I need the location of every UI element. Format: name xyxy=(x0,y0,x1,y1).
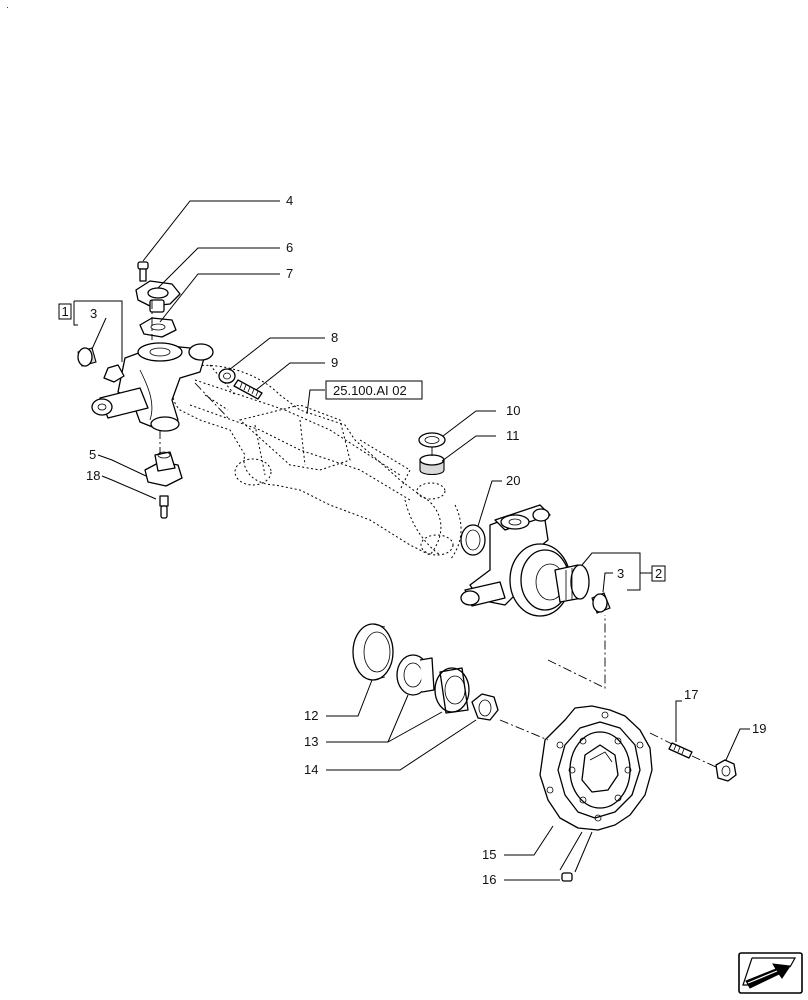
callout-20: 20 xyxy=(506,473,520,488)
seal-20 xyxy=(460,524,486,556)
ring-8 xyxy=(218,368,236,384)
callout-labels: 4 6 7 3 8 9 10 11 20 5 18 3 12 13 14 17 … xyxy=(86,193,766,887)
callout-15: 15 xyxy=(482,847,496,862)
callout-17: 17 xyxy=(684,687,698,702)
kit-box-1-label: 1 xyxy=(62,304,69,319)
leader-lines xyxy=(73,200,750,881)
bolt-4 xyxy=(137,261,149,282)
bushing-3-right xyxy=(591,592,611,614)
right-steering-knuckle xyxy=(460,504,590,617)
bushing-3-left xyxy=(77,347,97,367)
center-lines xyxy=(151,300,717,768)
bushing-11 xyxy=(419,454,445,476)
kit-box-2-label: 2 xyxy=(655,566,662,581)
kit-box-1: 1 xyxy=(58,303,72,320)
reference-box[interactable]: 25.100.AI 02 xyxy=(325,380,423,400)
callout-18: 18 xyxy=(86,468,100,483)
seal-10 xyxy=(418,432,446,448)
bearings-13 xyxy=(396,654,470,714)
callout-4: 4 xyxy=(286,193,293,208)
callout-6: 6 xyxy=(286,240,293,255)
stud-9 xyxy=(233,379,263,400)
grease-nipple-18 xyxy=(159,495,169,519)
kit-box-2: 2 xyxy=(651,565,666,582)
callout-5: 5 xyxy=(89,447,96,462)
pin-cap-6 xyxy=(135,280,181,313)
callout-10: 10 xyxy=(506,403,520,418)
callout-16: 16 xyxy=(482,872,496,887)
callout-13: 13 xyxy=(304,734,318,749)
dowel-pin-16 xyxy=(561,872,573,882)
wheel-nut-19 xyxy=(715,759,737,782)
corner-mark: · xyxy=(6,2,9,12)
arrow-next-page-icon[interactable] xyxy=(738,952,803,994)
callout-3-left: 3 xyxy=(90,306,97,321)
callout-11: 11 xyxy=(506,428,520,443)
lower-pin-5 xyxy=(144,451,183,487)
callout-19: 19 xyxy=(752,721,766,736)
reference-label: 25.100.AI 02 xyxy=(333,383,407,398)
callout-14: 14 xyxy=(304,762,318,777)
callout-3-right: 3 xyxy=(617,566,624,581)
hub-nut-14 xyxy=(471,693,499,721)
callout-12: 12 xyxy=(304,708,318,723)
wheel-hub-15 xyxy=(539,705,653,831)
left-steering-knuckle xyxy=(91,342,214,432)
shim-7 xyxy=(139,317,177,338)
axle-housing xyxy=(172,364,462,561)
callout-8: 8 xyxy=(331,330,338,345)
wheel-stud-17 xyxy=(668,742,693,759)
callout-9: 9 xyxy=(331,355,338,370)
oil-seal-12 xyxy=(352,623,394,681)
callout-7: 7 xyxy=(286,266,293,281)
